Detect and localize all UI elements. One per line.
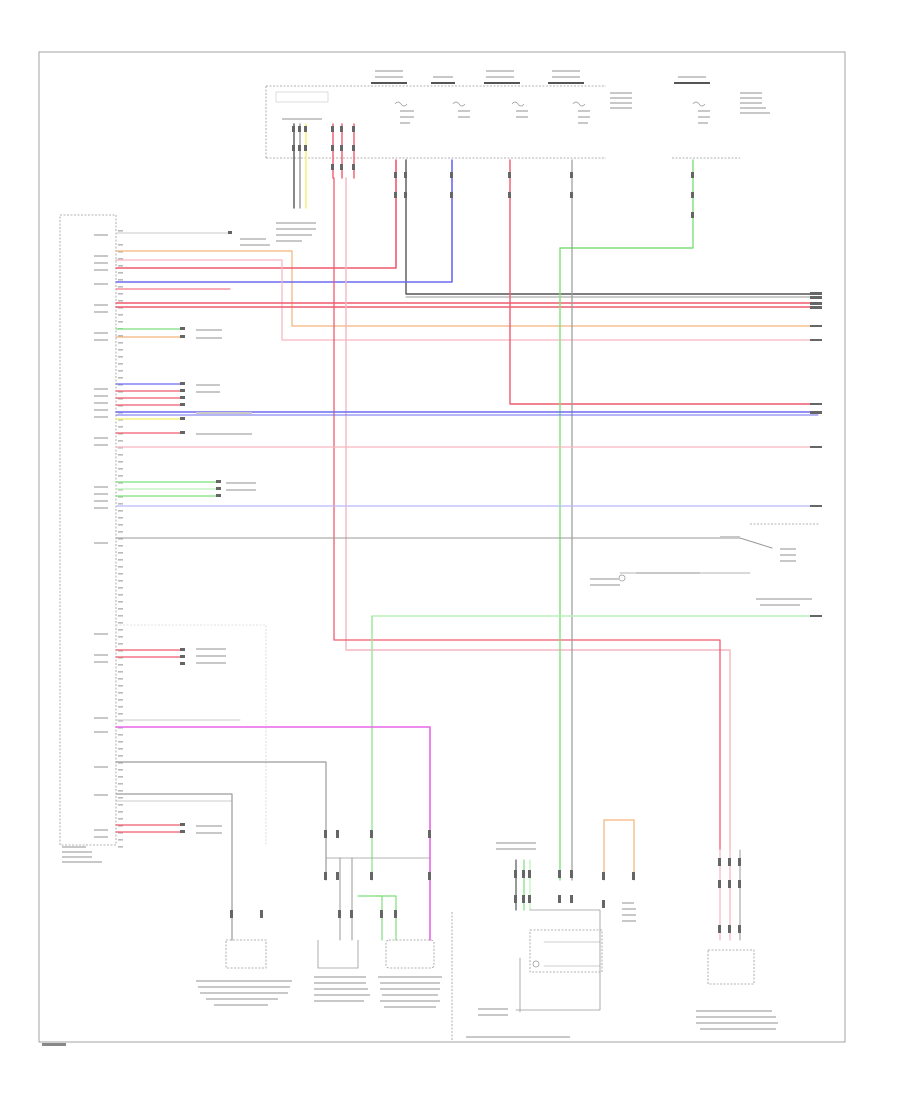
bottom-components <box>225 523 820 1040</box>
diagram-frame <box>38 51 846 1043</box>
sensor-box-3 <box>385 939 435 969</box>
sensor-box-4 <box>707 949 755 985</box>
sensor-box-1 <box>225 939 267 969</box>
component-captions <box>196 222 812 1038</box>
connector-markers <box>180 126 822 933</box>
relay-box <box>529 929 603 973</box>
footer-id: 4xxxxxx <box>42 1046 59 1051</box>
climate-control-unit <box>42 214 267 1046</box>
wires <box>115 123 819 1013</box>
top-fuse-block <box>265 70 770 159</box>
sensor-box-2 <box>317 940 359 969</box>
